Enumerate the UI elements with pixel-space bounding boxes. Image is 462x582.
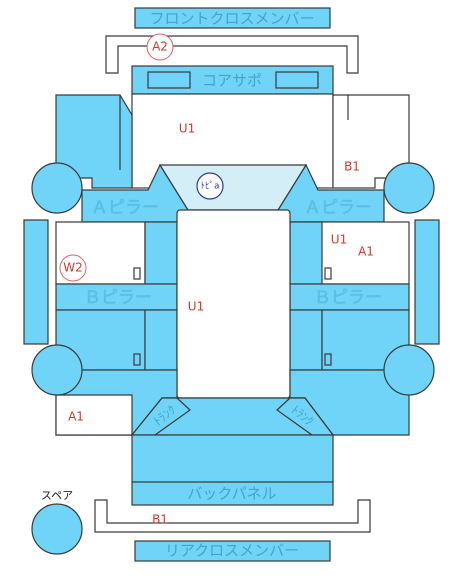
right-front-door-handle (324, 267, 332, 280)
right-rear-door-handle (324, 353, 332, 366)
left-inner-pillar[interactable] (144, 221, 178, 285)
rear-cross-member-label: リアクロスメンバー (165, 542, 299, 560)
spare-tire[interactable] (31, 503, 83, 555)
code-a2: A2 (152, 40, 168, 54)
core-support-label: コアサポ (202, 72, 262, 90)
right-front-fender[interactable] (332, 94, 410, 189)
code-b1-right-fender: B1 (344, 160, 360, 174)
core-support-right-slot (275, 71, 319, 89)
code-a1-right-door: A1 (358, 245, 374, 259)
code-w2-marker[interactable] (59, 254, 87, 282)
left-rear-inner[interactable] (144, 309, 178, 371)
code-u1-right-door: U1 (331, 233, 347, 247)
code-b1-rear-bumper: B1 (152, 513, 168, 527)
code-a2-marker[interactable] (146, 33, 174, 61)
code-toppa: ﾄﾋﾟa (200, 181, 219, 192)
a-pillar-left-label: Ａピラー (91, 198, 159, 218)
b-pillar-right-label: Ｂピラー (314, 288, 382, 308)
right-rear-inner[interactable] (289, 309, 323, 371)
back-panel[interactable] (131, 434, 334, 506)
b-pillar-left[interactable] (55, 283, 178, 311)
rear-right-wheel[interactable] (383, 344, 435, 396)
front-left-wheel[interactable] (31, 162, 83, 214)
code-toppa-marker[interactable] (196, 172, 224, 200)
code-u1-hood: U1 (179, 122, 195, 136)
trunk-left-corner[interactable] (130, 397, 191, 436)
left-rocker[interactable] (23, 219, 49, 345)
a-pillar-right-label: Ａピラー (304, 198, 372, 218)
front-right-wheel[interactable] (383, 162, 435, 214)
spare-label: スペア (41, 489, 73, 502)
front-bumper-outline[interactable] (105, 35, 359, 74)
left-rear-door-handle (133, 353, 141, 366)
code-w2: W2 (63, 261, 83, 275)
core-support-left-slot (147, 71, 191, 89)
rear-left-wheel[interactable] (31, 344, 83, 396)
trunk-right-corner[interactable] (276, 397, 335, 436)
b-pillar-left-label: Ｂピラー (84, 288, 152, 308)
rear-cross-member[interactable] (134, 540, 331, 562)
front-cross-member-label: フロントクロスメンバー (149, 10, 314, 28)
rear-bumper-outline[interactable] (94, 499, 371, 533)
back-panel-label: バックパネル (187, 485, 276, 503)
left-front-door-handle (133, 267, 141, 280)
front-cross-member[interactable] (134, 7, 331, 29)
right-inner-pillar-top[interactable] (289, 221, 323, 285)
code-a1-left-quarter: A1 (68, 410, 84, 424)
right-rocker[interactable] (414, 219, 440, 345)
code-u1-roof: U1 (188, 300, 204, 314)
